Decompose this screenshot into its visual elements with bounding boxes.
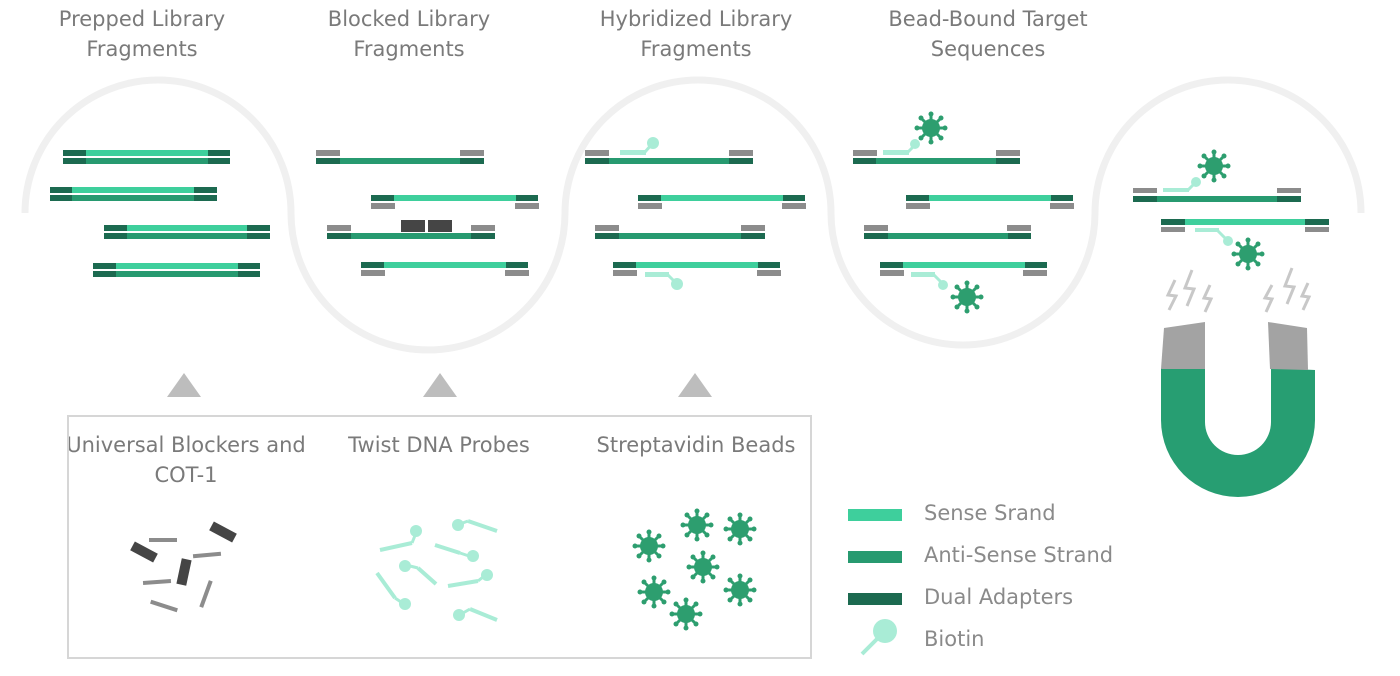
bead-icon [722,572,758,608]
step-arrow-icon [678,373,712,397]
probe-icon [375,571,411,610]
blockers-cluster [130,521,237,613]
fragment [585,137,753,164]
fragment [1161,219,1329,272]
legend-label-adapters: Dual Adapters [924,585,1074,609]
stage-title-blocked: Blocked Library Fragments [327,7,491,61]
flow-arcs [21,76,1365,354]
biotin-icon [860,619,897,656]
fragment [638,195,806,209]
stage-prepped-fragments [50,150,270,277]
fragment [327,220,495,239]
fragment [50,187,217,201]
probe-icon [379,525,422,552]
step-arrow-icon [423,373,457,397]
reagent-title-probes: Twist DNA Probes [348,433,530,457]
bead-icon [679,507,715,543]
bead-icon [631,528,667,564]
bead-icon [685,549,721,585]
fragment [880,262,1047,315]
stage-title-bead-bound: Bead-Bound Target Sequences [888,7,1088,61]
bead-icon [722,511,758,547]
legend-label-antisense: Anti-Sense Strand [924,543,1114,567]
reagent-title-blockers: Universal Blockers and COT-1 [66,433,306,487]
step-arrows [167,373,712,397]
beads-cluster [631,507,758,632]
fragment [613,262,781,290]
arc-4 [827,212,1099,349]
fragment [1133,148,1301,202]
fragment [316,150,484,164]
stage-blocked-fragments [316,150,539,276]
step-arrow-icon [167,373,201,397]
fragment [361,262,529,276]
fragment [104,225,270,239]
magnetic-field-icon [1165,267,1312,313]
legend-swatch-antisense [848,551,902,563]
legend-label-sense: Sense Srand [924,501,1056,525]
stage-hybridized-fragments [585,137,806,290]
probe-icon [453,607,498,622]
fragment [853,110,1020,164]
stage-title-prepped: Prepped Library Fragments [58,7,226,61]
magnet-icon [1161,322,1315,497]
arc-2 [287,212,569,354]
bead-icon [1196,148,1232,184]
bead-icon [1230,236,1266,272]
reagent-box [67,415,812,659]
legend-swatch-adapters [848,593,902,605]
arc-5 [1091,76,1365,214]
fragment [906,195,1074,209]
stage-title-hybridized: Hybridized Library Fragments [599,7,793,61]
bead-icon [913,110,949,146]
reagent-title-beads: Streptavidin Beads [596,433,796,457]
legend-label-biotin: Biotin [924,627,985,651]
probe-icon [434,543,479,562]
fragment [93,263,260,277]
stage-bead-bound [853,110,1074,315]
probes-cluster [375,519,498,622]
legend-swatch-sense [848,509,902,521]
fragment [595,225,765,239]
legend [848,509,902,656]
bead-icon [636,574,672,610]
bead-icon [949,279,985,315]
fragment [63,150,230,164]
arc-3 [561,76,835,214]
probe-icon [399,560,438,586]
bead-icon [668,596,704,632]
probe-icon [447,569,493,588]
fragment [864,225,1031,239]
stage-magnetic-capture [1133,148,1329,497]
probe-icon [452,519,498,533]
arc-1 [21,76,295,214]
fragment [371,195,539,209]
